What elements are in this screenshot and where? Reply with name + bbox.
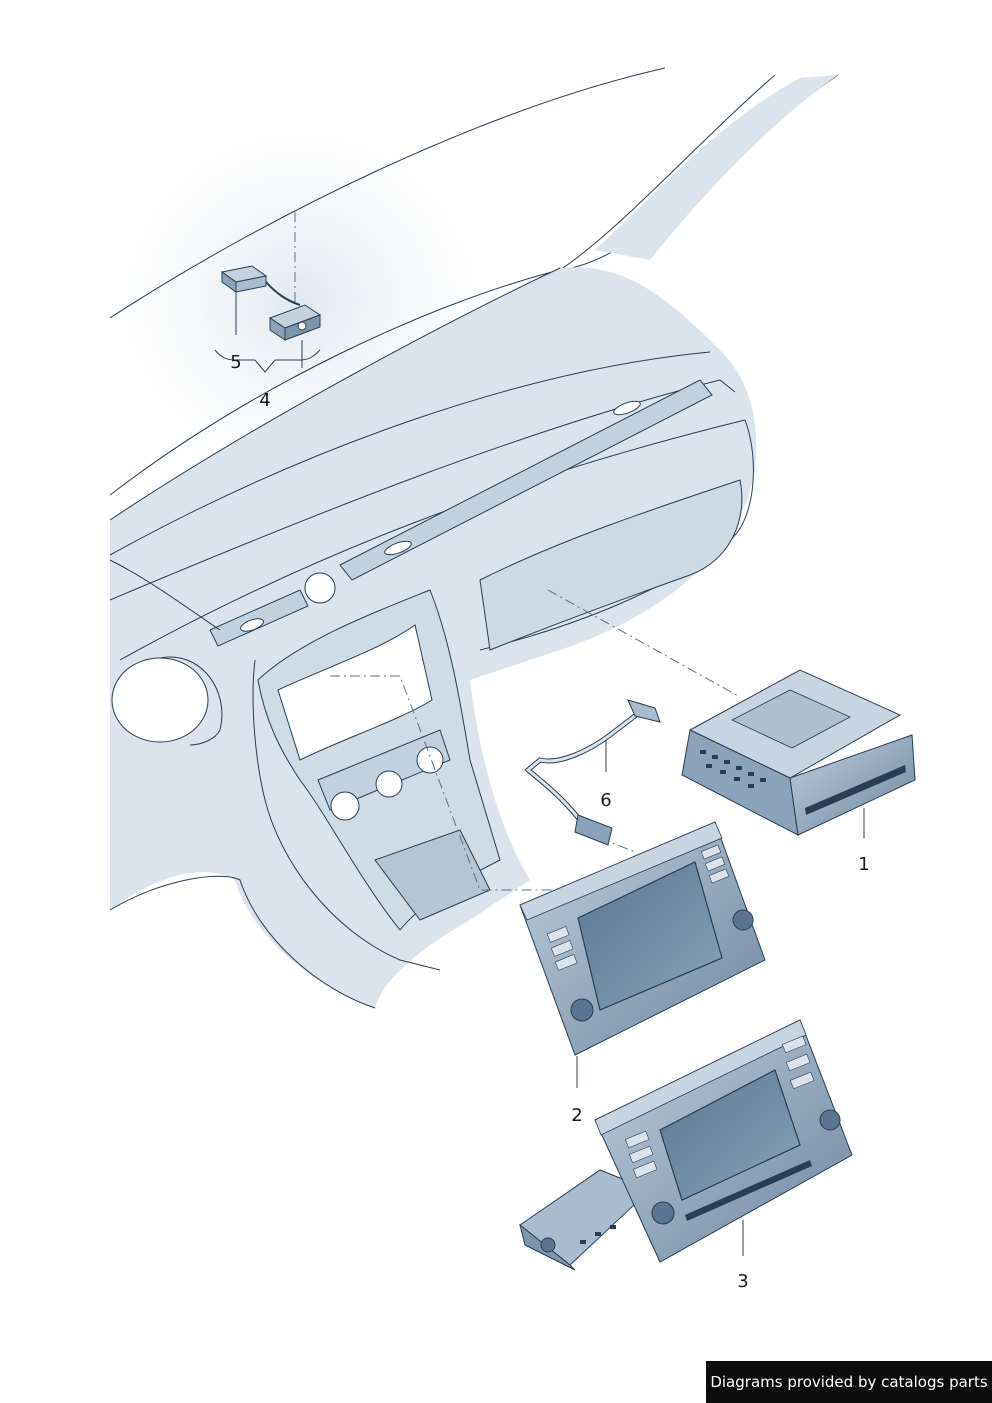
dashboard (109, 267, 757, 1009)
part-2-radio-touchscreen (519, 821, 766, 1056)
part-3-radio-cd (519, 1019, 853, 1271)
callout-5: 5 (230, 352, 241, 373)
leader-lines (576, 740, 865, 1256)
part-6-cable (524, 699, 661, 846)
credit-banner: Diagrams provided by catalogs parts (706, 1361, 992, 1403)
part-1-radio-unit (681, 669, 916, 836)
part-5-connector (220, 265, 301, 306)
callout-3: 3 (737, 1271, 748, 1292)
part-4-antenna-module (268, 304, 322, 341)
callout-1: 1 (858, 854, 869, 875)
part-4-bracket (214, 292, 321, 373)
callout-2: 2 (571, 1105, 582, 1126)
callout-4: 4 (259, 390, 270, 411)
callout-6: 6 (600, 790, 611, 811)
